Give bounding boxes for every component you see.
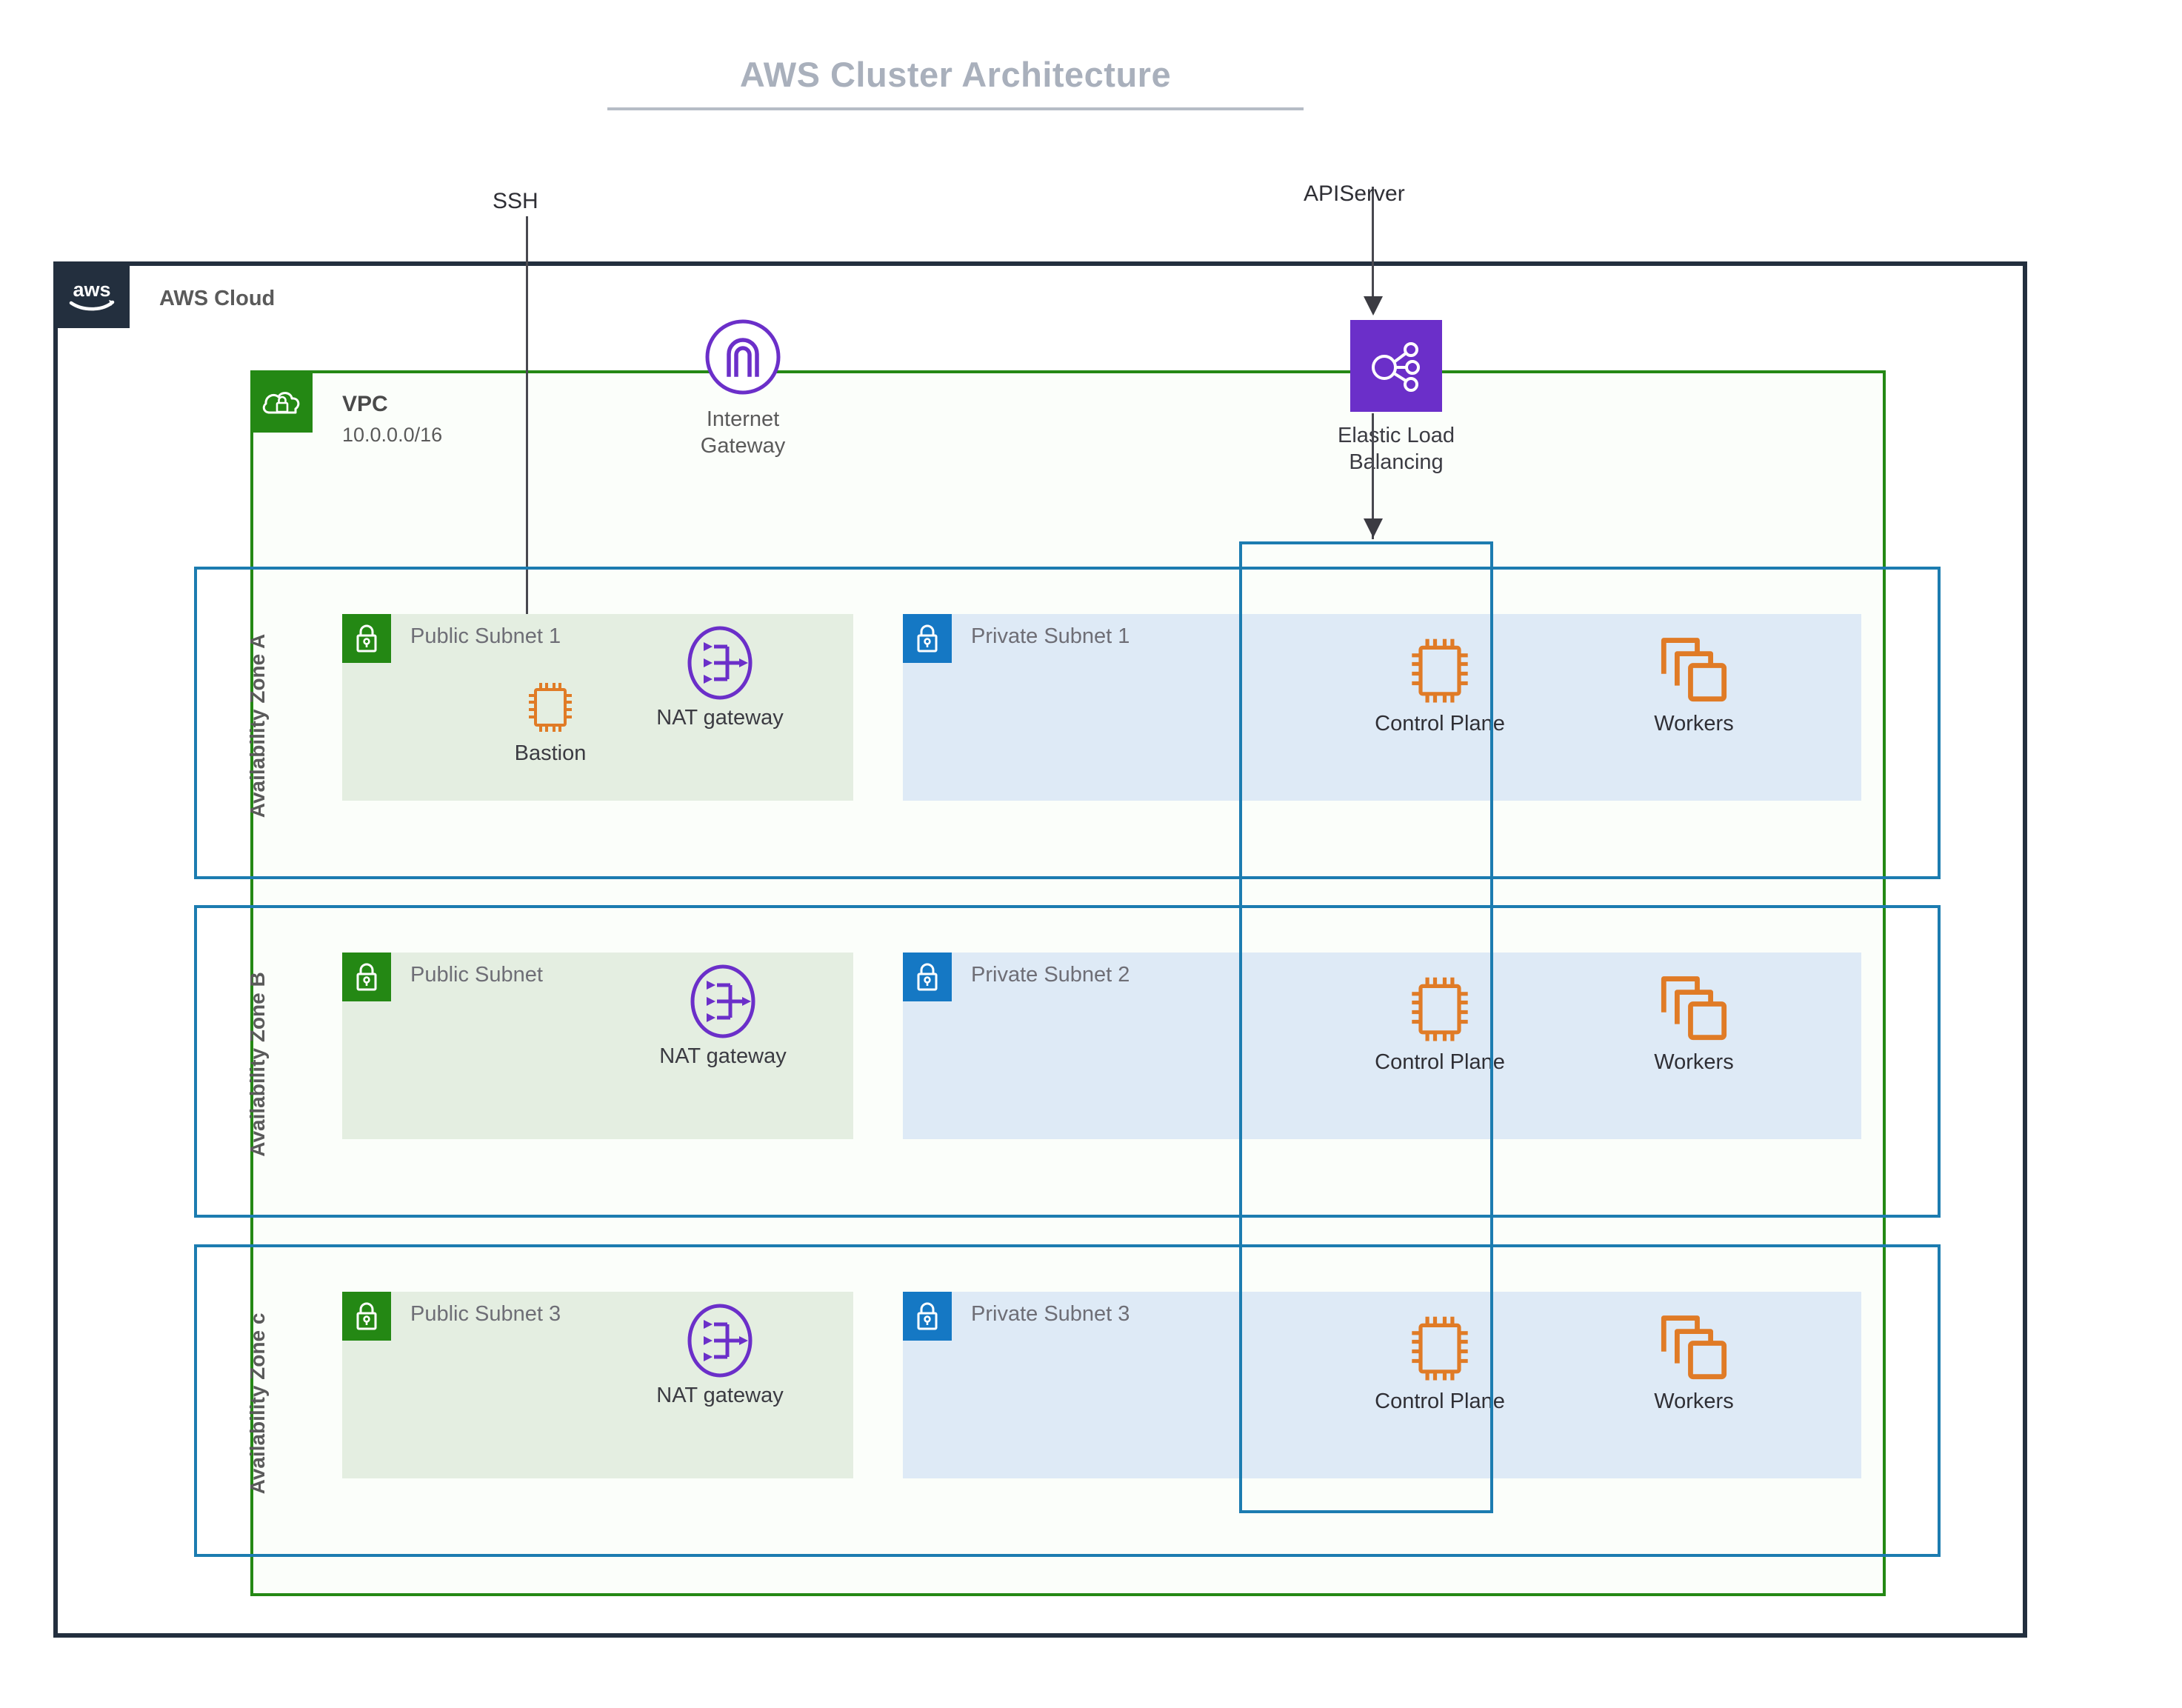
workers-stack-icon (1661, 1315, 1727, 1380)
availability-zone-label: Availability Zone B (246, 972, 269, 1157)
elb-label-line2: Balancing (1349, 450, 1444, 475)
private-subnet-lock-icon (903, 1292, 952, 1341)
availability-zone-row: Availability Zone c Public Subnet 3 (194, 1244, 1941, 1557)
public-subnet-lock-icon (342, 953, 391, 1001)
public-subnet-name: Public Subnet (410, 963, 543, 987)
workers-label: Workers (1654, 1390, 1734, 1413)
nat-gateway-node[interactable]: NAT gateway (653, 1302, 787, 1408)
aws-cloud-label: AWS Cloud (159, 287, 276, 310)
private-subnet-panel: Private Subnet 2 Control Plane (903, 953, 1861, 1139)
workers-node[interactable]: Workers (1609, 969, 1779, 1075)
nat-gateway-label: NAT gateway (659, 1044, 787, 1068)
availability-zone-row: Availability Zone A Public Subnet 1 (194, 567, 1941, 879)
availability-zone-label: Availability Zone c (246, 1312, 269, 1495)
elastic-load-balancing-node[interactable]: Elastic Load Balancing (1311, 320, 1481, 476)
private-subnet-lock-icon (903, 953, 952, 1001)
control-plane-chip-icon (1412, 638, 1468, 703)
apiserver-connector-line-top (1372, 187, 1374, 313)
private-subnet-name: Private Subnet 2 (971, 963, 1130, 987)
vpc-cloud-lock-icon (250, 370, 313, 433)
apiserver-connector-label: APIServer (1304, 181, 1405, 206)
control-plane-chip-icon (1412, 977, 1468, 1041)
private-subnet-panel: Private Subnet 3 Control Plane (903, 1292, 1861, 1478)
private-subnet-name: Private Subnet 1 (971, 624, 1130, 648)
az-label-holder: Availability Zone c (237, 1247, 278, 1554)
control-plane-label: Control Plane (1375, 1050, 1505, 1074)
nat-gateway-label: NAT gateway (656, 1384, 784, 1407)
svg-text:aws: aws (73, 278, 110, 301)
control-plane-node[interactable]: Control Plane (1355, 969, 1525, 1075)
apiserver-connector-line-bottom (1372, 413, 1374, 539)
nat-gateway-icon (690, 964, 755, 1038)
nat-gateway-label: NAT gateway (656, 706, 784, 730)
nat-gateway-node[interactable]: NAT gateway (656, 963, 790, 1069)
kubernetes-cluster-boundary (1239, 541, 1493, 1513)
bastion-node[interactable]: Bastion (487, 676, 613, 766)
vpc-title: VPC (342, 392, 388, 416)
control-plane-label: Control Plane (1375, 1390, 1505, 1413)
ssh-connector-label: SSH (493, 189, 538, 213)
workers-node[interactable]: Workers (1609, 630, 1779, 736)
title-block: AWS Cluster Architecture (607, 56, 1304, 110)
nat-gateway-icon (687, 1304, 753, 1378)
control-plane-label: Control Plane (1375, 712, 1505, 735)
public-subnet-lock-icon (342, 614, 391, 663)
control-plane-node[interactable]: Control Plane (1355, 630, 1525, 736)
availability-zone-label: Availability Zone A (246, 633, 269, 818)
title-underline (607, 107, 1304, 110)
public-subnet-name: Public Subnet 1 (410, 624, 561, 648)
public-subnet-panel: Public Subnet NAT gateway (342, 953, 853, 1139)
availability-zone-row: Availability Zone B Public Subnet (194, 905, 1941, 1218)
igw-label-line1: Internet (706, 407, 780, 431)
control-plane-chip-icon (1412, 1316, 1468, 1381)
public-subnet-lock-icon (342, 1292, 391, 1341)
igw-label-line2: Gateway (700, 434, 786, 458)
page-title: AWS Cluster Architecture (739, 55, 1172, 94)
workers-stack-icon (1661, 976, 1727, 1041)
apiserver-arrow-head-bottom-icon (1364, 518, 1383, 538)
az-label-holder: Availability Zone B (237, 908, 278, 1215)
internet-gateway-node[interactable]: Internet Gateway (658, 318, 828, 460)
public-subnet-panel: Public Subnet 3 NAT gateway (342, 1292, 853, 1478)
aws-logo-icon: aws (53, 261, 130, 328)
private-subnet-name: Private Subnet 3 (971, 1302, 1130, 1326)
nat-gateway-icon (687, 626, 753, 700)
private-subnet-lock-icon (903, 614, 952, 663)
workers-stack-icon (1661, 638, 1727, 702)
az-label-holder: Availability Zone A (237, 570, 278, 876)
vpc-cidr-label: 10.0.0.0/16 (342, 424, 443, 446)
public-subnet-panel: Public Subnet 1 Bastion (342, 614, 853, 801)
internet-gateway-icon (705, 319, 781, 395)
elb-label-line1: Elastic Load (1338, 424, 1455, 447)
bastion-chip-icon (529, 683, 572, 732)
public-subnet-name: Public Subnet 3 (410, 1302, 561, 1326)
elastic-load-balancing-label: Elastic Load Balancing (1311, 422, 1481, 476)
control-plane-node[interactable]: Control Plane (1355, 1308, 1525, 1414)
workers-label: Workers (1654, 712, 1734, 735)
ssh-connector-line (526, 216, 528, 713)
elastic-load-balancing-icon (1350, 320, 1442, 412)
apiserver-arrow-head-top-icon (1364, 296, 1383, 316)
nat-gateway-node[interactable]: NAT gateway (653, 624, 787, 730)
workers-node[interactable]: Workers (1609, 1308, 1779, 1414)
private-subnet-panel: Private Subnet 1 Control Plane (903, 614, 1861, 801)
bastion-label: Bastion (514, 741, 587, 765)
workers-label: Workers (1654, 1050, 1734, 1074)
internet-gateway-label: Internet Gateway (658, 406, 828, 460)
